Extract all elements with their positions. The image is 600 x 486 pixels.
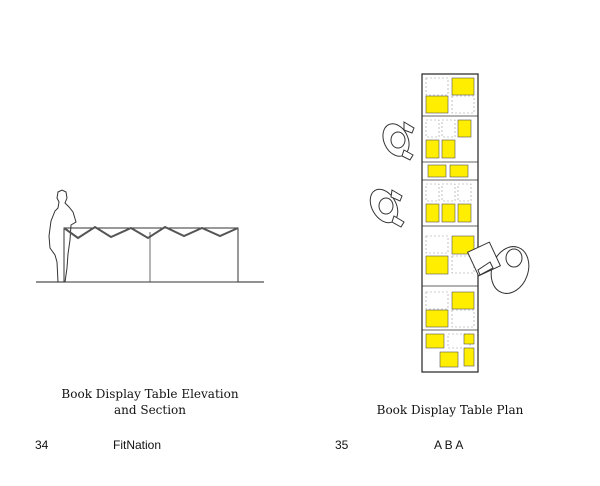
book (441, 139, 456, 159)
book-slot-outlines (425, 77, 475, 349)
person-top-view (369, 188, 405, 228)
book (427, 164, 447, 178)
book (463, 333, 475, 345)
elevation-section-drawing (36, 189, 264, 283)
book (441, 203, 456, 223)
books-on-table (425, 77, 475, 368)
book (457, 119, 472, 138)
table-section-dividers (422, 115, 478, 331)
book (457, 203, 472, 223)
book (451, 77, 475, 96)
running-title: FitNation (113, 438, 162, 452)
book (451, 291, 475, 310)
person-top-view-holding-book (466, 241, 530, 294)
book (425, 139, 440, 159)
table-plan-drawing (369, 73, 530, 373)
book (425, 255, 449, 275)
book (425, 333, 445, 349)
plan-caption: Book Display Table Plan (376, 403, 524, 417)
book (439, 351, 459, 368)
book (425, 203, 440, 223)
elevation-caption: Book Display Table Elevation and Section (61, 387, 239, 417)
book (449, 164, 469, 178)
right-page: Book Display Table Plan 35 A B A (300, 0, 600, 486)
page-number: 35 (335, 438, 349, 452)
book (451, 235, 475, 255)
book (425, 95, 449, 114)
book (463, 347, 475, 367)
person-top-view (382, 121, 415, 161)
display-table-body (63, 227, 239, 283)
left-page: Book Display Table Elevation and Section… (35, 189, 264, 452)
book (425, 309, 449, 328)
page-number: 34 (35, 438, 49, 452)
table-zigzag-top (63, 225, 239, 240)
running-title: A B A (434, 438, 464, 452)
standing-person-figure (48, 189, 77, 283)
